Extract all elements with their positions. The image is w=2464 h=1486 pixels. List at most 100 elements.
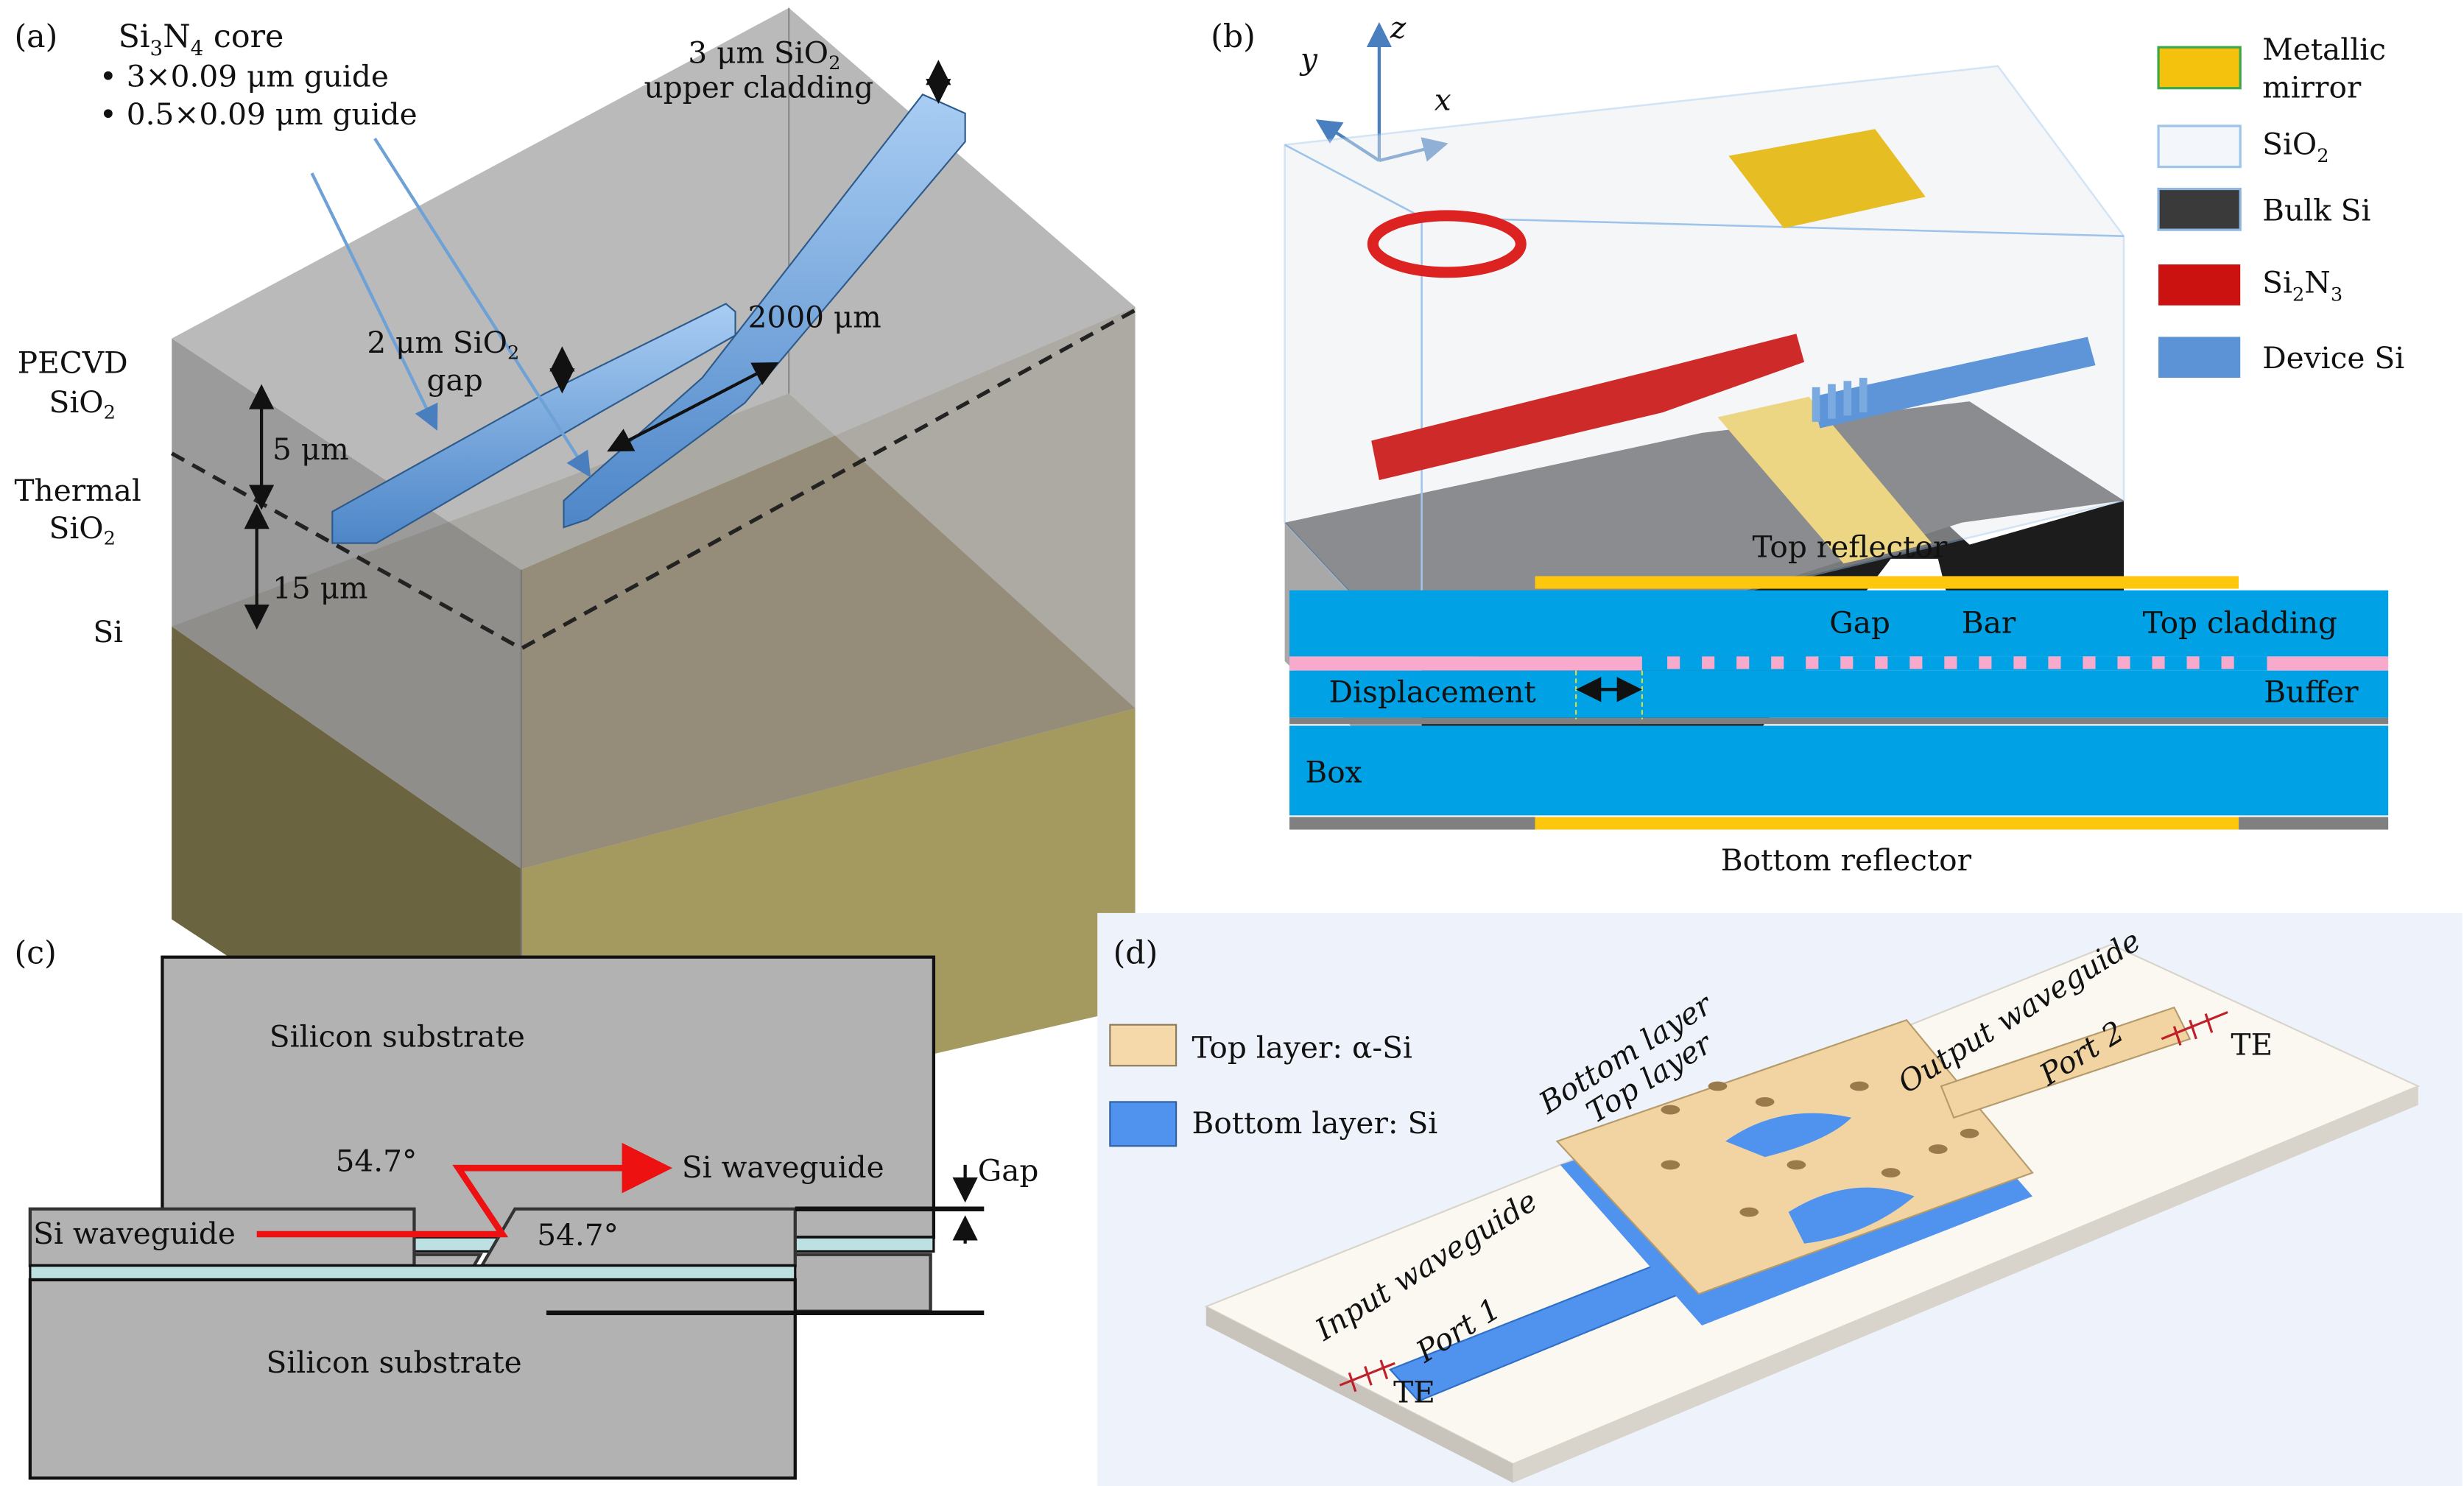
axis-x-label: x [1435,82,1451,118]
si2n3-swatch [2158,264,2241,306]
te-input-label: TE [1393,1375,1435,1410]
topology-hole [1881,1168,1901,1178]
legend-label: Device Si [2262,340,2404,376]
legend-device-si: Device Si [2158,337,2404,378]
output-waveguide [1940,1006,2192,1119]
legend-top-layer: Top layer: α-Si [1191,1030,1412,1066]
panel-c: (c) Silicon substrate Silicon substrate … [14,934,1039,1480]
substrate-slab-edge [1205,1306,1513,1483]
legend-label: Metallic [2262,32,2386,67]
grating-bar [1979,656,1992,669]
panel-d-tag: (d) [1113,934,1158,971]
pointer-line [373,137,591,478]
device-si-swatch [2158,337,2241,378]
substrate-slab-edge-right [1513,1086,2418,1483]
grating-bar [2083,656,2096,669]
bullet-guide-1: • 3×0.09 μm guide [99,59,389,94]
grating-bar [1875,656,1888,669]
legend-label: Si2N3 [2262,265,2342,306]
upper-cladding-label-2: upper cladding [644,70,874,105]
topology-hole [1928,1144,1948,1154]
metallic-mirror-swatch [2157,46,2242,90]
topology-hole [1850,1081,1869,1091]
panel-a: (a) Si3N4 core • 3×0.09 μm guide • 0.5×0… [14,7,1136,1149]
gap-label-2: gap [427,362,483,398]
panel-b-tag: (b) [1211,18,1256,55]
panel-a-tag: (a) [14,18,57,55]
pointer-line [310,172,438,431]
bottom-reflector [1535,817,2239,830]
grating-bar [1771,656,1784,669]
bottom-substrate-label: Silicon substrate [267,1345,522,1380]
topology-holes [1661,1081,1979,1244]
top-reflector [1535,576,2239,589]
buffer-layer [1289,670,2389,718]
box-label: Box [1305,754,1362,789]
bottom-right-waveguide-block [479,1207,797,1267]
topology-hole [1960,1128,1979,1138]
top-mirror [1728,129,1926,228]
top-cladding-layer [1289,590,2389,657]
topology-hole [1661,1160,1680,1170]
gap-label: 2 μm SiO2 [367,325,519,365]
grating-bar [1944,656,1957,669]
ring-resonator [1367,210,1527,278]
te-input-marker [1339,1359,1395,1392]
device-silicon-layer [1289,717,2389,725]
legend-bottom-layer: Bottom layer: Si [1191,1105,1437,1141]
gap-label: Gap [978,1152,1039,1188]
grating-bar [2117,656,2130,669]
legend-label: Bulk Si [2262,192,2370,228]
thermal-label-2: SiO2 [49,510,116,550]
panel-b: (b) y z x [1211,10,2404,795]
pecvd-thickness: 5 μm [272,432,349,467]
box-layer [1289,725,2389,816]
bulk-si-swatch [2157,187,2242,231]
top-silicon-substrate [161,955,936,1239]
legend-si2n3: Si2N3 [2158,264,2342,306]
box-edge [1421,216,2125,237]
displacement-label: Displacement [1328,674,1535,709]
panel-b-cross-section: Top reflector Gap Bar Top cladding Displ… [1289,529,2389,878]
grating-bar [2048,656,2061,669]
sio2-swatch [2157,124,2242,169]
panel-c-tag: (c) [14,934,56,971]
te-output-label: TE [2231,1027,2273,1062]
topology-hole [1739,1207,1759,1217]
grating-bar [1667,656,1680,669]
box-edge [1284,144,1423,219]
si2n3-waveguide [1371,334,1805,481]
legend-sio2: SiO2 [2157,124,2329,169]
light-path [256,1142,673,1238]
legend-label: mirror [2262,70,2362,105]
grating-bar [1909,656,1923,669]
topology-hole [1755,1096,1775,1107]
upper-cladding-label: 3 μm SiO2 [688,35,840,75]
bullet-guide-2: • 0.5×0.09 μm guide [99,96,418,132]
grating-bar [2221,656,2234,669]
top-layer-asi [1555,1018,2034,1295]
bottom-layer-swatch [1109,1101,1178,1147]
axis-y-label: y [1299,41,1318,77]
length-arrow [607,362,779,452]
grating-teeth [1641,656,2267,671]
core-title: Si3N4 core [119,18,284,60]
topology-hole [1787,1160,1806,1170]
substrate-right [2239,817,2389,830]
grating-bar [1840,656,1854,669]
grating-bar [2152,656,2165,669]
topology-hole [1708,1081,1728,1091]
top-layer-swatch [1109,1024,1178,1067]
buffer-label: Buffer [2264,674,2359,709]
gap-label: Gap [1829,605,1890,640]
substrate-left [1289,817,1535,830]
angle-top-label: 54.7° [336,1143,418,1178]
top-substrate-label: Silicon substrate [270,1019,525,1054]
te-output-marker [2161,1011,2228,1046]
grating-bar [1806,656,1819,669]
mirror-strip [1717,396,1932,564]
bottom-waveguide-label: Si waveguide [33,1216,236,1251]
bottom-layer-exposed [1725,1113,1915,1244]
length-label: 2000 μm [748,300,881,335]
